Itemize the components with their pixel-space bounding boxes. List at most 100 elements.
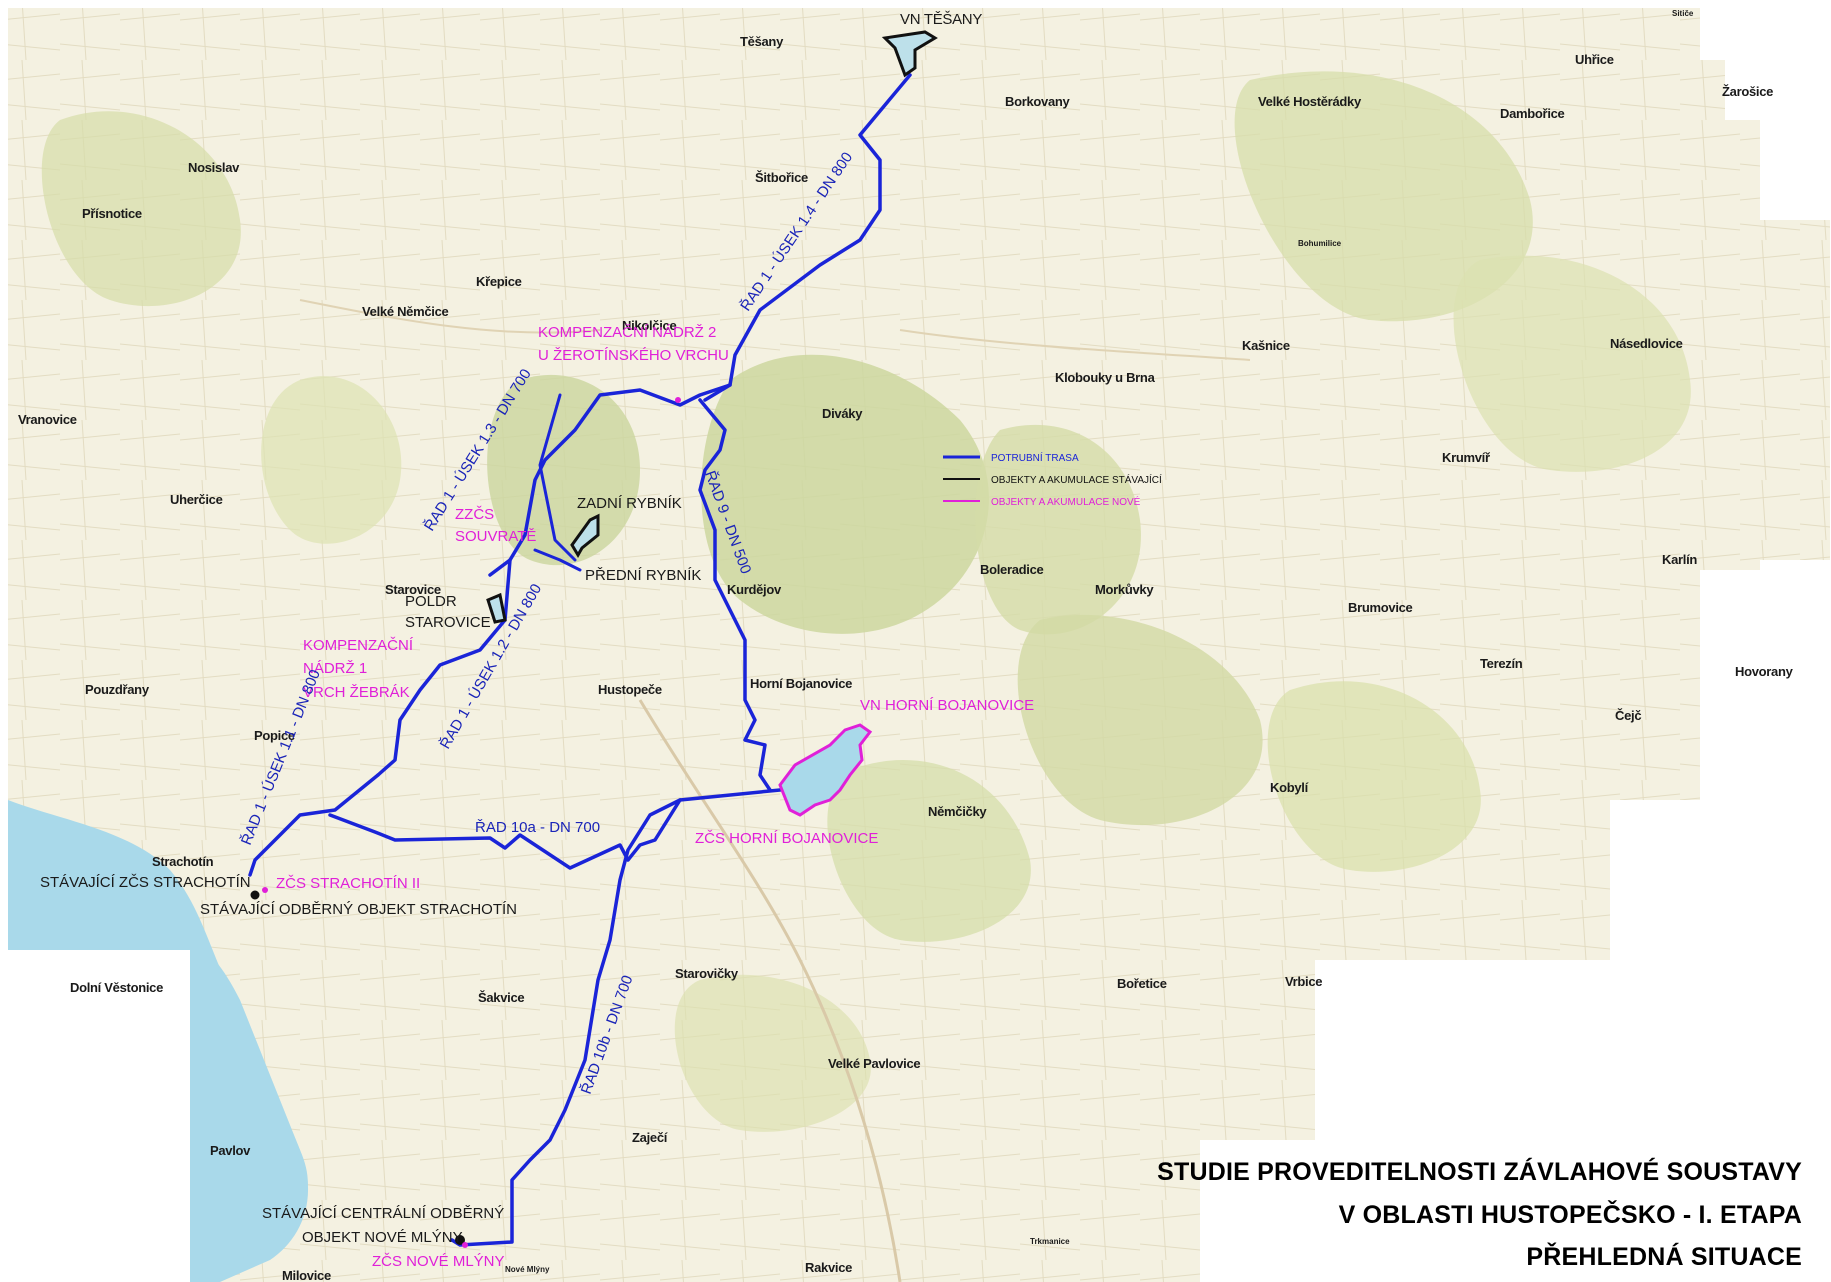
label-predni-rybnik: PŘEDNÍ RYBNÍK: [585, 567, 701, 584]
town-label: Strachotín: [152, 854, 214, 869]
label-nadrz1-line1: KOMPENZAČNÍ: [303, 637, 414, 654]
pipeline-rad1-1-1: [248, 773, 380, 877]
label-zcs-strachotin-2: ZČS STRACHOTÍN II: [276, 875, 420, 892]
town-label: Krumvíř: [1442, 450, 1491, 465]
town-label: Pouzdřany: [85, 682, 150, 697]
town-label: Bohumilice: [1298, 239, 1342, 248]
label-souvrate: SOUVRATĚ: [455, 528, 536, 545]
town-label: Boleradice: [980, 562, 1044, 577]
new-zcs-strachotin-2-point: [262, 887, 268, 893]
label-zadni-rybnik: ZADNÍ RYBNÍK: [577, 495, 682, 512]
town-label: Vranovice: [18, 412, 77, 427]
pipeline-rad10a: [328, 788, 782, 870]
title-block: STUDIE PROVEDITELNOSTI ZÁVLAHOVÉ SOUSTAV…: [1157, 1140, 1831, 1282]
town-label: Těšany: [740, 34, 784, 49]
town-label: Přísnotice: [82, 206, 142, 221]
town-label: Zaječí: [632, 1130, 668, 1145]
label-existing-centralni-odberny: STÁVAJÍCÍ CENTRÁLNÍ ODBĚRNÝ: [262, 1205, 504, 1222]
label-objekt-nove-mlyny: OBJEKT NOVÉ MLÝNY: [302, 1229, 463, 1246]
label-existing-zcs-strachotin: STÁVAJÍCÍ ZČS STRACHOTÍN: [40, 874, 251, 891]
town-label: Nosislav: [188, 160, 240, 175]
town-label: Žarošice: [1722, 84, 1773, 99]
title-line-3: PŘEHLEDNÁ SITUACE: [1526, 1241, 1802, 1271]
town-label: Horní Bojanovice: [750, 676, 852, 691]
town-label: Nové Mlýny: [505, 1265, 550, 1274]
town-label: Rakvice: [805, 1260, 852, 1275]
pond-zadni-rybnik: [570, 513, 600, 558]
pipeline-rad9: [698, 398, 772, 792]
label-nadrz2-line2: U ŽEROTÍNSKÉHO VRCHU: [538, 347, 729, 364]
label-nadrz1-line2: NÁDRŽ 1: [303, 660, 367, 677]
town-label: Dolní Věstonice: [70, 980, 163, 995]
route-label: ŘAD 10a - DN 700: [475, 819, 600, 836]
label-nadrz1-line3: VRCH ŽEBRÁK: [303, 684, 410, 701]
town-label: Šakvice: [478, 990, 524, 1005]
pipeline-rad10b: [450, 798, 682, 1247]
existing-zcs-strachotin-point: [250, 890, 260, 900]
town-label: Klobouky u Brna: [1055, 370, 1156, 385]
town-label: Brumovice: [1348, 600, 1413, 615]
town-label: Velké Pavlovice: [828, 1056, 920, 1071]
existing-nove-mlyny-point: [455, 1235, 465, 1245]
label-existing-odberny-strachotin: STÁVAJÍCÍ ODBĚRNÝ OBJEKT STRACHOTÍN: [200, 901, 517, 918]
legend: POTRUBNÍ TRASA OBJEKTY A AKUMULACE STÁVA…: [943, 451, 1162, 508]
town-label: Pavlov: [210, 1143, 251, 1158]
pipeline-rad1-1-3: [488, 383, 732, 577]
town-label: Kobylí: [1270, 780, 1309, 795]
reservoir-vn-horni-bojanovice: [778, 723, 873, 817]
town-label: Čejč: [1615, 708, 1641, 723]
title-line-1: STUDIE PROVEDITELNOSTI ZÁVLAHOVÉ SOUSTAV…: [1157, 1157, 1802, 1186]
town-label: Popice: [254, 728, 295, 743]
legend-item-new: OBJEKTY A AKUMULACE NOVÉ: [991, 495, 1141, 508]
existing-objects: [250, 30, 938, 1245]
town-label: VN TĚŠANY: [900, 11, 982, 28]
label-nadrz2-line1: KOMPENZAČNÍ NÁDRŽ 2: [538, 324, 716, 341]
town-label: Borkovany: [1005, 94, 1071, 109]
pipeline-routes: [248, 73, 912, 1247]
new-nadrz2-point: [675, 397, 681, 403]
town-label: Starovice: [385, 582, 441, 597]
pipeline-rad1-1-2: [376, 558, 512, 777]
reservoir-vn-tesany: [881, 30, 938, 78]
map-base: [8, 8, 1830, 1282]
pipeline-rad1-1-4: [703, 73, 912, 402]
town-label: Velké Němčice: [362, 304, 449, 319]
town-label: Velké Hostěrádky: [1258, 94, 1362, 109]
town-label: Dambořice: [1500, 106, 1565, 121]
legend-item-existing: OBJEKTY A AKUMULACE STÁVAJÍCÍ: [991, 473, 1162, 486]
label-vn-horni-bojanovice: VN HORNÍ BOJANOVICE: [860, 697, 1034, 714]
town-label: Uhřice: [1575, 52, 1614, 67]
label-zcs-horni-bojanovice: ZČS HORNÍ BOJANOVICE: [695, 830, 878, 847]
existing-object-labels: ZADNÍ RYBNÍK PŘEDNÍ RYBNÍK POLDR STAROVI…: [40, 495, 701, 1246]
town-label: Nikolčice: [622, 318, 676, 333]
town-label: Diváky: [822, 406, 863, 421]
title-line-2: V OBLASTI HUSTOPEČSKO - I. ETAPA: [1339, 1199, 1802, 1229]
town-label: Kurdějov: [727, 582, 782, 597]
legend-item-pipeline: POTRUBNÍ TRASA: [991, 451, 1079, 464]
label-zcs-nove-mlyny: ZČS NOVÉ MLÝNY: [372, 1253, 505, 1270]
town-label: Milovice: [282, 1268, 331, 1282]
label-zzcs: ZZČS: [455, 506, 494, 523]
new-object-labels: KOMPENZAČNÍ NÁDRŽ 2 U ŽEROTÍNSKÉHO VRCHU…: [276, 324, 1034, 1270]
town-label: Šitbořice: [755, 170, 808, 185]
new-objects: [262, 397, 873, 1248]
town-label: Kašnice: [1242, 338, 1290, 353]
town-label: Trkmanice: [1030, 1237, 1070, 1246]
town-label: Hovorany: [1735, 664, 1794, 679]
town-label: Starovičky: [675, 966, 739, 981]
town-label: Vrbice: [1285, 974, 1322, 989]
town-label: Bořetice: [1117, 976, 1167, 991]
town-label: Morkůvky: [1095, 582, 1154, 597]
town-label: Karlín: [1662, 552, 1697, 567]
label-poldr: POLDR: [405, 593, 457, 610]
label-starovice-poldr: STAROVICE: [405, 614, 491, 631]
new-zcs-nove-mlyny-point: [462, 1242, 468, 1248]
town-label: Terezín: [1480, 656, 1523, 671]
town-label: Němčičky: [928, 804, 987, 819]
town-label: Hustopeče: [598, 682, 662, 697]
town-label: Uherčice: [170, 492, 223, 507]
town-label: Křepice: [476, 274, 522, 289]
town-labels: VN TĚŠANY Těšany Borkovany Velké Hostěrá…: [18, 9, 1794, 1282]
town-label: Sitiče: [1672, 9, 1694, 18]
